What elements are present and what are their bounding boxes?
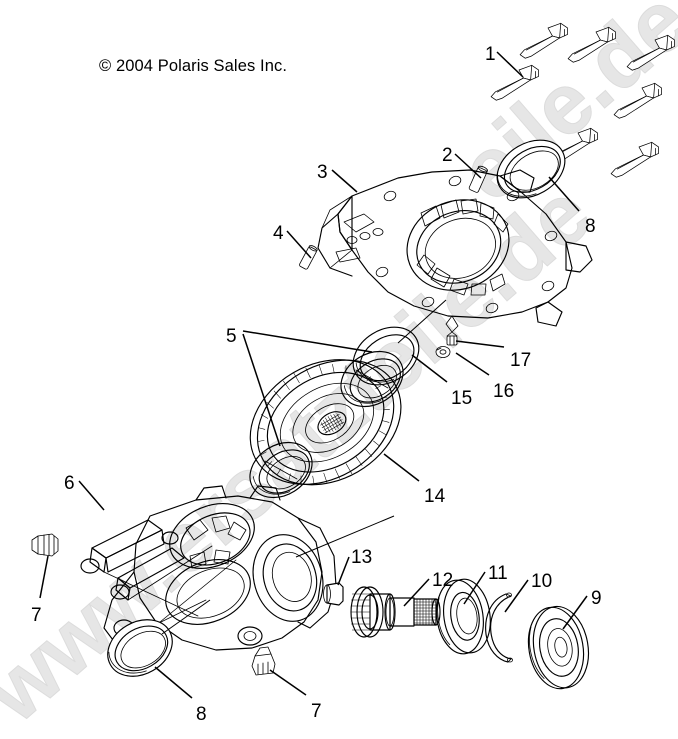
drain-plug-left <box>31 533 59 557</box>
callout-shim-15: 15 <box>451 388 473 409</box>
vent-fitting <box>446 331 458 346</box>
gearcase-housing <box>80 485 337 651</box>
callout-snap-ring-10: 10 <box>531 571 553 592</box>
callout-gearcase-cover-3: 3 <box>317 162 328 183</box>
output-shaft <box>350 586 441 638</box>
shaft-bearing <box>436 578 491 655</box>
callout-output-shaft-12: 12 <box>432 570 454 591</box>
callout-flange-bolt-1: 1 <box>485 44 496 65</box>
vent-washer <box>435 346 451 358</box>
dowel-pin-upper <box>468 165 488 193</box>
callout-ring-gear-14: 14 <box>424 486 446 507</box>
dowel-pin-lower <box>299 245 318 270</box>
taper-bearing-lower <box>249 441 313 499</box>
callout-washer-16: 16 <box>493 381 515 402</box>
leader-lines <box>39 51 588 699</box>
copyright-notice: © 2004 Polaris Sales Inc. <box>99 57 288 75</box>
callout-dowel-pin-2: 2 <box>442 145 453 166</box>
callout-gearcase-housing-6: 6 <box>64 473 75 494</box>
callout-taper-bearing-5: 5 <box>226 326 237 347</box>
oil-seal-lower <box>107 619 173 677</box>
snap-ring <box>485 592 513 663</box>
thrust-washer <box>527 605 590 690</box>
callout-fill-plug-7: 7 <box>311 701 322 722</box>
callout-oil-seal-8: 8 <box>585 216 596 237</box>
callout-thrust-washer-9: 9 <box>591 588 602 609</box>
callout-bearing-11: 11 <box>488 563 508 584</box>
callout-vent-fitting-17: 17 <box>510 350 532 371</box>
callout-spacer-13: 13 <box>351 547 373 568</box>
spacer-ring <box>323 582 344 606</box>
gearcase-cover <box>317 169 593 333</box>
callout-drain-plug-7: 7 <box>31 605 42 626</box>
fill-plug-bottom <box>251 646 276 676</box>
oil-seal-upper <box>496 139 566 199</box>
callout-oil-seal-8: 8 <box>196 704 207 725</box>
callout-dowel-pin-4: 4 <box>273 223 284 244</box>
